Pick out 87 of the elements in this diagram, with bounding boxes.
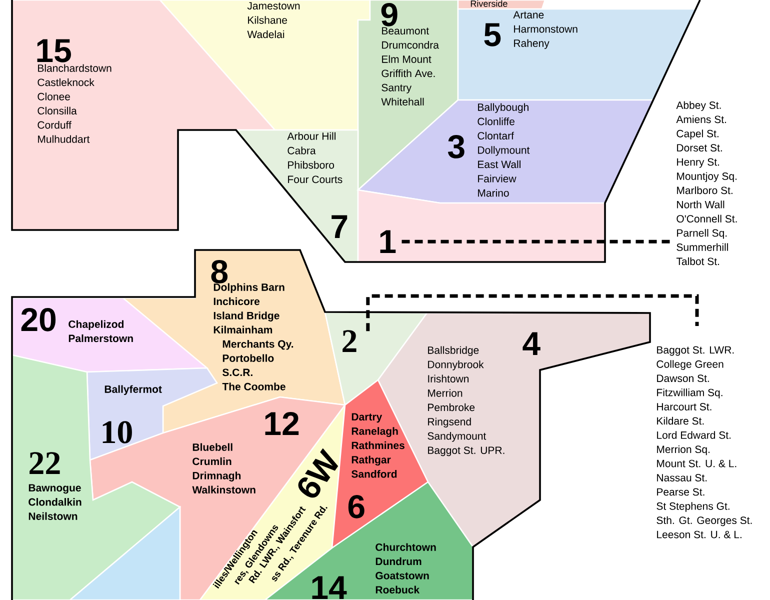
node-label: The Coombe: [222, 382, 286, 390]
district-number: 5: [484, 23, 501, 46]
node-label: Arbour Hill: [287, 132, 336, 140]
node-label: Baggot St. UPR.: [428, 446, 504, 456]
district-number: 8: [211, 260, 228, 284]
district-number: 15: [37, 39, 71, 62]
node-label: Whitehall: [381, 98, 424, 106]
place-list: Arbour Hill Cabra Phibsboro Four Courts: [287, 132, 342, 184]
node-label: Clonsilla: [38, 106, 77, 115]
district-number: 6: [348, 494, 364, 518]
leader-line: [366, 294, 699, 332]
node-label: Ballybough: [478, 103, 528, 113]
district-number: 1: [380, 230, 396, 253]
district-number: 3: [448, 134, 464, 158]
node-label: Dundrum: [376, 557, 422, 566]
district-number: 2: [342, 330, 356, 352]
node-label: Four Courts: [288, 176, 342, 184]
place-list: Dolphins Barn Inchicore Island Bridge Kilmainham Merchants Qy. Portobello S.C.R. The Coombe: [214, 283, 294, 390]
node-label: Ballsbridge: [428, 346, 479, 356]
place-list: Riverside: [470, 0, 508, 7]
node-label: Cabra: [288, 146, 316, 154]
node-label: Elm Mount: [382, 55, 432, 63]
node-label: Fairview: [478, 174, 516, 182]
district-number: 9: [381, 2, 398, 26]
node-label: Kilmainham: [214, 326, 272, 334]
place-list: Ballyfermot: [104, 385, 162, 395]
node-label: Roebuck: [376, 586, 420, 594]
node-label: Blanchardstown: [38, 64, 112, 72]
node-label: Walkinstown: [192, 486, 256, 494]
node-label: Dolphins Barn: [214, 283, 284, 293]
node-label: East Wall: [478, 160, 520, 168]
place-list: Artane Harmonstown Raheny: [513, 11, 578, 49]
node-label: S.C.R.: [222, 368, 252, 376]
node-label: Drumcondra: [382, 41, 439, 49]
node-label: Clonee: [38, 92, 70, 100]
place-list: Ballsbridge Donnybrook Irishtown Merrion Pembroke Ringsend Sandymount Baggot St. UPR.: [428, 346, 504, 456]
place-list: Bawnogue Clondalkin Neilstown: [28, 484, 82, 520]
node-label: Corduff: [38, 121, 72, 129]
node-label: Rathmines: [352, 441, 404, 450]
node-label: Merrion: [428, 389, 462, 397]
place-list: Blanchardstown Castleknock Clonee Clonsilla Corduff Mulhuddart: [38, 64, 112, 143]
node-label: Sandford: [352, 470, 397, 478]
node-label: Phibsboro: [288, 161, 334, 169]
place-list: Bluebell Crumlin Drimnagh Walkinstown: [192, 443, 256, 494]
district-number: 4: [522, 332, 540, 355]
district-number: 7: [332, 215, 348, 238]
district-number: 20: [21, 308, 56, 332]
node-label: Donnybrook: [428, 360, 484, 370]
place-list: Jamestown Kilshane Wadelai: [247, 2, 300, 38]
node-label: Clontarf: [478, 132, 514, 140]
leader-line: [402, 240, 670, 244]
node-label: Pembroke: [428, 403, 475, 412]
district-number: 6W: [298, 448, 338, 498]
place-list: Churchtown Dundrum Goatstown Roebuck: [376, 543, 436, 594]
node-label: Bluebell: [192, 443, 232, 451]
node-label: Ranelagh: [352, 427, 398, 437]
street-list: Baggot St. LWR. College Green Dawson St. Fitzwilliam Sq. Harcourt St. Kildare St. Lord Edward St. Merrion Sq. Mount St. U. & L. Nassau St. Pearse St. St Stephens Gt. Sth. Gt. Georges St. Leeson St. U. & L.: [656, 346, 752, 538]
node-label: Griffith Ave.: [382, 69, 435, 78]
place-list: Chapelizod Palmerstown: [68, 320, 133, 342]
node-label: Beaumont: [382, 27, 429, 35]
node-label: Merchants Qy.: [222, 340, 294, 350]
node-label: Santry: [382, 84, 412, 94]
node-label: Island Bridge: [214, 312, 280, 322]
node-label: Marino: [478, 189, 509, 197]
node-label: Rathgar: [352, 456, 391, 466]
place-list: Ballybough Clonliffe Clontarf Dollymount East Wall Fairview Marino: [478, 103, 530, 197]
node-label: Clonliffe: [478, 118, 514, 126]
district-number: 22: [30, 452, 60, 474]
node-label: Inchicore: [214, 297, 260, 306]
place-list: Beaumont Drumcondra Elm Mount Griffith Ave. Santry Whitehall: [381, 27, 439, 106]
node-label: Sandymount: [428, 432, 486, 442]
place-list: Dartry Ranelagh Rathmines Rathgar Sandford: [352, 413, 404, 478]
node-label: Castleknock: [38, 78, 94, 86]
node-label: Crumlin: [192, 457, 232, 466]
node-label: Dollymount: [478, 146, 530, 156]
street-list: Abbey St. Amiens St. Capel St. Dorset St. Henry St. Mountjoy Sq. Marlboro St. North Wall O'Connell St. Parnell Sq. Summerhill Talbot St.: [676, 101, 737, 266]
node-label: Ringsend: [428, 418, 471, 428]
node-label: Churchtown: [376, 543, 436, 551]
node-label: Portobello: [222, 354, 274, 362]
node-label: Dartry: [352, 413, 382, 423]
district-number: 14: [312, 576, 347, 599]
node-label: Mulhuddart: [38, 135, 90, 143]
district-number: 12: [265, 412, 299, 435]
node-label: Drimnagh: [192, 472, 241, 482]
node-label: Goatstown: [376, 572, 429, 580]
node-label: Irishtown: [428, 374, 469, 383]
district-number: 10: [102, 421, 132, 444]
